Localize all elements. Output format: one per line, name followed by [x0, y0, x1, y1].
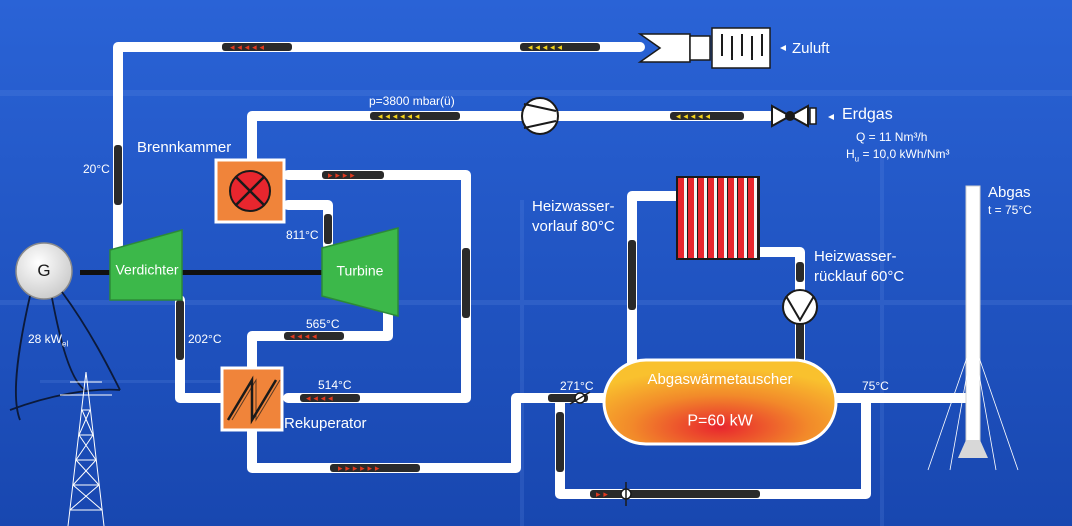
label-erdgas: Erdgas [842, 107, 893, 124]
burner-chamber [216, 160, 284, 222]
heating-radiator [676, 176, 760, 260]
label-brennkammer: Brennkammer [137, 140, 231, 156]
flow-arrow-hot-3 [324, 214, 332, 244]
label-temp-514: 514°C [318, 379, 352, 392]
label-temp-20: 20°C [83, 163, 110, 176]
label-turbine: Turbine [337, 264, 384, 279]
label-temp-271: 271°C [560, 380, 594, 393]
flow-arrow-heating-supply [628, 240, 636, 310]
svg-text:◂ ◂ ◂ ◂ ◂: ◂ ◂ ◂ ◂ ◂ [230, 43, 265, 53]
label-temp-75: 75°C [862, 380, 889, 393]
label-exchanger-power: P=60 kW [687, 414, 752, 431]
svg-text:▸ ▸: ▸ ▸ [596, 490, 608, 500]
svg-text:◂ ◂ ◂ ◂ ◂: ◂ ◂ ◂ ◂ ◂ [676, 112, 711, 122]
svg-text:◂ ◂ ◂ ◂ ◂: ◂ ◂ ◂ ◂ ◂ [528, 43, 563, 53]
compressor-pump-icon [522, 98, 558, 134]
generator-label: G [37, 262, 50, 280]
label-temp-565: 565°C [306, 318, 340, 331]
label-power-electric: 28 kWel [28, 333, 68, 349]
svg-text:▸ ▸ ▸ ▸ ▸ ▸: ▸ ▸ ▸ ▸ ▸ ▸ [338, 464, 380, 474]
water-pump-icon [783, 290, 817, 324]
label-heizwasser-vorlauf-line2: vorlauf 80°C [532, 219, 615, 235]
label-heizwasser-ruecklauf-line1: Heizwasser- [814, 249, 897, 265]
label-abgaswaermetauscher: Abgaswärmetauscher [647, 372, 792, 388]
label-temp-202: 202°C [188, 333, 222, 346]
svg-text:◂ ◂ ◂ ◂: ◂ ◂ ◂ ◂ [306, 394, 333, 404]
label-heizwasser-ruecklauf-line2: rücklauf 60°C [814, 269, 904, 285]
flow-arrow-hot-5 [176, 300, 184, 360]
label-verdichter: Verdichter [115, 263, 178, 278]
air-filter-icon [712, 28, 770, 68]
label-rekuperator: Rekuperator [284, 416, 367, 432]
flow-arrow-bypass-1 [556, 412, 564, 472]
label-zuluft: Zuluft [792, 41, 830, 57]
flow-arrow-air-3 [114, 145, 122, 205]
label-abgas-temp: t = 75°C [988, 204, 1032, 217]
label-erdgas-flow: Q = 11 Nm³/h [856, 131, 927, 144]
svg-text:▸ ▸ ▸ ▸: ▸ ▸ ▸ ▸ [328, 171, 355, 181]
label-abgas: Abgas [988, 185, 1031, 201]
label-heizwasser-vorlauf-line1: Heizwasser- [532, 199, 615, 215]
recuperator-icon [222, 368, 282, 430]
svg-text:◂ ◂ ◂ ◂: ◂ ◂ ◂ ◂ [290, 332, 317, 342]
svg-text:◂ ◂ ◂ ◂ ◂ ◂: ◂ ◂ ◂ ◂ ◂ ◂ [378, 112, 420, 122]
label-erdgas-hu: Hu = 10,0 kWh/Nm³ [846, 148, 949, 164]
label-temp-811: 811°C [286, 229, 319, 242]
flow-arrow-hot-2 [462, 248, 470, 318]
label-pressure: p=3800 mbar(ü) [369, 95, 455, 108]
